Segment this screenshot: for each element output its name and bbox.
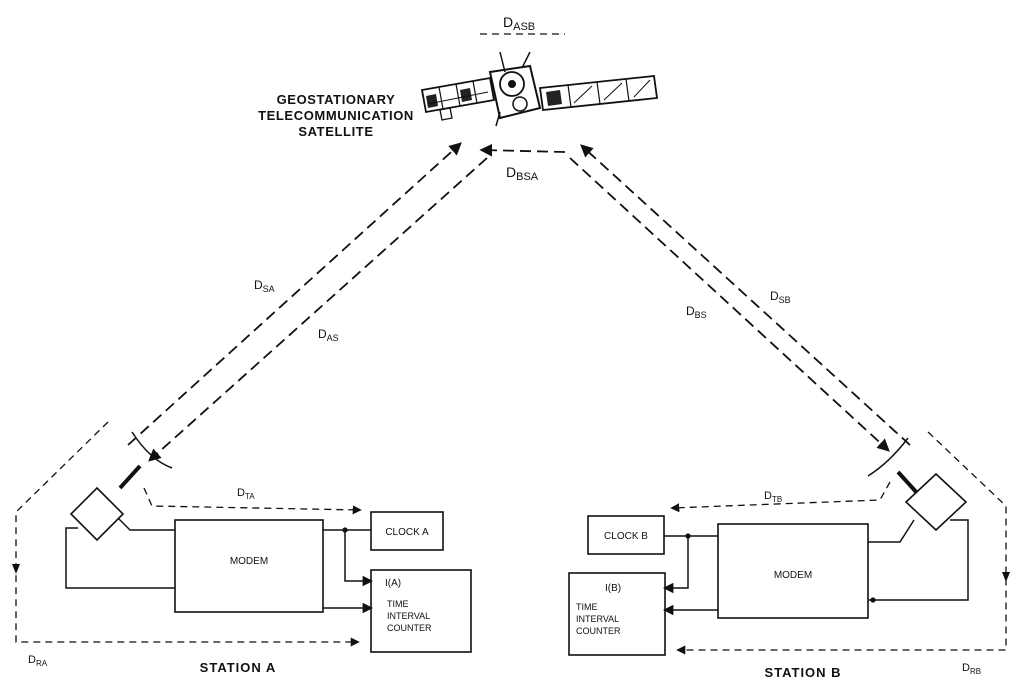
delay-label-ta: DTA <box>237 487 255 501</box>
counter-a-line-1: TIME <box>387 599 409 609</box>
transceiver-b-diamond <box>904 472 968 532</box>
downlink-b-arrow <box>569 157 890 452</box>
dish-a-icon <box>131 431 173 469</box>
delay-tb-path <box>670 481 891 513</box>
delay-bsa-arrow <box>479 143 566 157</box>
station-b-label: STATION B <box>764 665 841 680</box>
delay-label-asb: DASB <box>503 14 535 33</box>
satellite-title-line-2: TELECOMMUNICATION <box>258 108 414 123</box>
wire-a-diamond-to-modem-top <box>117 517 175 531</box>
wire-b-diamond-to-modem-bottom <box>868 519 969 601</box>
counter-b-id: I(B) <box>605 583 621 594</box>
time-interval-counter-a-box <box>370 569 472 653</box>
wire-a-diamond-to-modem-bottom <box>65 527 175 589</box>
wire-a-clock-to-counter <box>344 530 374 587</box>
delay-rb-path <box>676 431 1007 655</box>
delay-label-ra: DRA <box>28 654 48 668</box>
station-a-label: STATION A <box>200 660 277 675</box>
uplink-b-arrow <box>580 144 911 446</box>
modem-b-box <box>717 523 869 619</box>
station-b: MODEM CLOCK B I(B) TIME INTERVAL COUNTER… <box>568 431 1010 680</box>
satellite-right-solar-panel <box>538 75 659 111</box>
delay-label-as: DAS <box>318 327 339 343</box>
delay-label-bsa: DBSA <box>506 164 539 183</box>
delay-label-sa: DSA <box>254 278 275 294</box>
delay-label-rb: DRB <box>962 662 981 676</box>
uplink-a-arrow <box>127 142 462 446</box>
counter-a-id: I(A) <box>385 578 401 589</box>
delay-ta-path <box>143 487 362 515</box>
modem-b-label: MODEM <box>774 570 812 581</box>
counter-b-line-3: COUNTER <box>576 626 621 636</box>
dish-b-icon <box>867 437 909 477</box>
counter-b-line-1: TIME <box>576 602 598 612</box>
delay-label-tb: DTB <box>764 490 782 504</box>
dish-a-feed <box>118 464 142 490</box>
clock-b-label: CLOCK B <box>604 531 648 542</box>
junction-b-modem <box>870 597 876 603</box>
satellite-title-line-3: SATELLITE <box>298 124 373 139</box>
modem-a-label: MODEM <box>230 556 268 567</box>
satellite <box>420 51 659 127</box>
delay-ra-down-arrow <box>12 564 20 574</box>
modem-a-box <box>174 519 324 613</box>
wire-b-modem-to-diamond-top <box>868 519 915 543</box>
satellite-left-solar-panel <box>420 76 496 114</box>
clock-b-box <box>587 515 665 555</box>
clock-a-label: CLOCK A <box>385 527 429 538</box>
delay-label-bs: DBS <box>686 304 707 320</box>
counter-a-line-2: INTERVAL <box>387 611 430 621</box>
station-a: MODEM CLOCK A I(A) TIME INTERVAL COUNTER… <box>12 421 472 675</box>
satellite-body <box>439 51 542 127</box>
transceiver-a-diamond <box>69 486 125 542</box>
time-interval-counter-b-box <box>568 572 666 656</box>
delay-ra-path <box>15 421 360 647</box>
counter-a-line-3: COUNTER <box>387 623 432 633</box>
satellite-title-line-1: GEOSTATIONARY <box>277 92 396 107</box>
delay-rb-down-arrow <box>1002 572 1010 582</box>
wire-b-clock-to-counter <box>662 536 689 594</box>
dish-b-feed <box>896 470 920 496</box>
counter-b-line-2: INTERVAL <box>576 614 619 624</box>
clock-a-box <box>370 511 444 551</box>
delay-label-sb: DSB <box>770 289 791 305</box>
downlink-a-arrow <box>148 157 488 462</box>
